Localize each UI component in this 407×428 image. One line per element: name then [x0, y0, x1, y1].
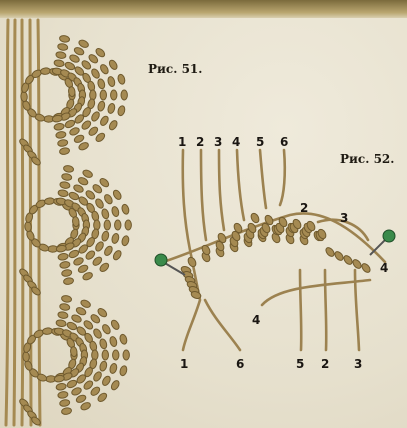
bottom-number-6: 6	[236, 357, 244, 371]
knot-bead	[250, 212, 261, 224]
figure-52-caption: Рис. 52.	[340, 152, 394, 166]
cord-6	[280, 150, 285, 205]
bottom-number-5: 5	[296, 357, 304, 371]
knot-bead	[187, 256, 198, 268]
cord-out-5	[300, 270, 301, 350]
knot-bead	[351, 258, 362, 270]
inner-number-4-right: 4	[380, 261, 388, 275]
cord-out-4	[262, 280, 370, 305]
inner-number-4-left: 4	[252, 313, 260, 327]
top-number-2: 2	[196, 135, 204, 149]
bottom-number-3: 3	[354, 357, 362, 371]
inner-number-3: 3	[340, 211, 348, 225]
cord-out-2	[325, 270, 326, 350]
top-number-3: 3	[214, 135, 222, 149]
cord-2	[201, 150, 206, 240]
knot-bead	[324, 246, 335, 258]
top-number-1: 1	[178, 135, 186, 149]
pin-right	[370, 230, 395, 255]
top-number-4: 4	[232, 135, 240, 149]
top-number-6: 6	[280, 135, 288, 149]
bottom-number-2: 2	[321, 357, 329, 371]
cord-3	[219, 150, 224, 230]
bottom-number-1: 1	[180, 357, 188, 371]
knot-bead	[360, 262, 371, 274]
cord-4	[237, 150, 244, 220]
knot-bead	[342, 254, 353, 266]
inner-number-2: 2	[300, 201, 308, 215]
cord-out-6	[205, 300, 240, 350]
knot-bead	[333, 250, 344, 262]
top-number-5: 5	[256, 135, 264, 149]
cord-5	[260, 150, 266, 208]
